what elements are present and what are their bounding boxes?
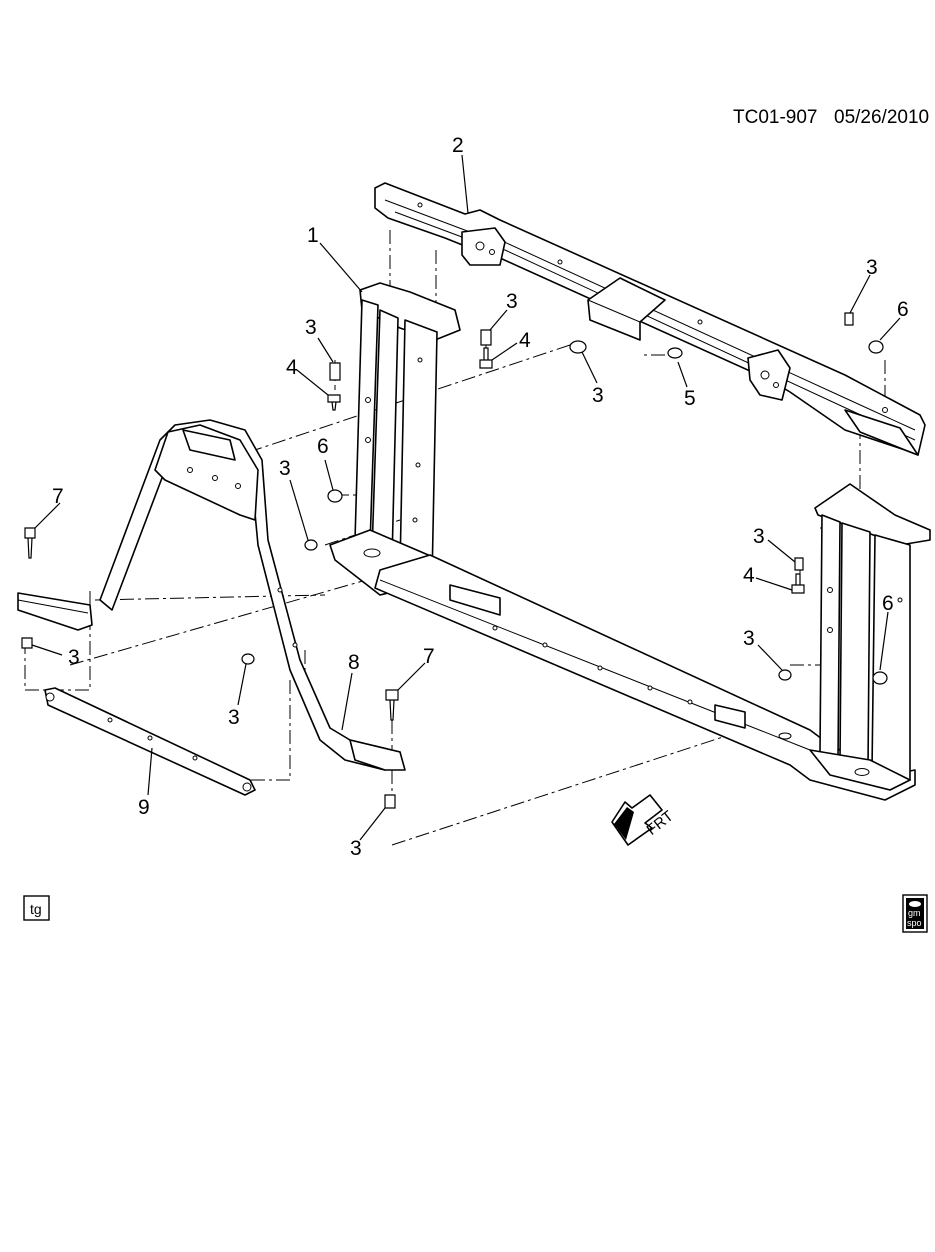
nut-icon <box>667 347 683 359</box>
front-direction-arrow: FRT <box>611 794 677 846</box>
document-date: 05/26/2010 <box>834 107 929 128</box>
clip-icon <box>21 637 33 649</box>
callout-3: 3 <box>279 457 291 480</box>
right-vertical-support <box>809 483 931 791</box>
callout-3: 3 <box>68 646 80 669</box>
callout-4: 4 <box>743 564 755 587</box>
lower-bar <box>44 687 256 796</box>
fasteners <box>21 312 888 809</box>
clip-icon <box>384 794 396 809</box>
callout-3: 3 <box>228 706 240 729</box>
bolt-icon <box>327 394 341 411</box>
clip-icon <box>844 312 854 326</box>
callout-1: 1 <box>307 224 319 247</box>
bolt-icon <box>385 689 399 721</box>
callout-3: 3 <box>753 525 765 548</box>
callout-4: 4 <box>286 356 298 379</box>
bolt-icon <box>791 573 805 594</box>
callout-6: 6 <box>897 298 909 321</box>
clip-icon <box>480 329 492 346</box>
callout-3: 3 <box>305 316 317 339</box>
callout-6: 6 <box>882 592 894 615</box>
callout-2: 2 <box>452 134 464 157</box>
callout-3: 3 <box>506 290 518 313</box>
callout-labels: 1 2 3 4 3 4 3 5 3 6 6 3 7 3 3 7 8 9 3 3 … <box>52 134 909 860</box>
callout-4: 4 <box>519 329 531 352</box>
bolt-icon <box>24 527 36 559</box>
a-frame-brace <box>99 419 406 771</box>
nut-icon <box>304 539 318 551</box>
document-id: TC01-907 <box>733 107 818 128</box>
tag-box: tg <box>23 895 50 921</box>
callout-3: 3 <box>592 384 604 407</box>
nut-icon <box>241 653 255 665</box>
callout-7: 7 <box>423 645 435 668</box>
logo-bottom-text: spo <box>907 918 922 928</box>
nut-icon <box>569 340 587 354</box>
left-vertical-support <box>329 282 461 596</box>
logo-top-text: gm <box>908 908 921 918</box>
callout-6: 6 <box>317 435 329 458</box>
callout-9: 9 <box>138 796 150 819</box>
tag-box-label: tg <box>30 901 42 917</box>
gm-spo-logo-icon: gm spo <box>902 894 928 933</box>
grommet-icon <box>868 340 884 354</box>
grommet-icon <box>327 489 343 503</box>
leader-lines <box>31 154 901 841</box>
callout-3: 3 <box>866 256 878 279</box>
grommet-icon <box>872 671 888 685</box>
upper-tie-bar <box>374 182 926 456</box>
bolt-icon <box>479 347 493 369</box>
callout-3: 3 <box>743 627 755 650</box>
left-lower-bracket <box>17 592 93 631</box>
clip-icon <box>329 362 341 381</box>
front-arrow-shade-icon <box>614 807 634 840</box>
clip-icon <box>794 557 804 571</box>
nut-icon <box>778 669 792 681</box>
callout-8: 8 <box>348 651 360 674</box>
callout-3: 3 <box>350 837 362 860</box>
callout-7: 7 <box>52 485 64 508</box>
callout-5: 5 <box>684 387 696 410</box>
